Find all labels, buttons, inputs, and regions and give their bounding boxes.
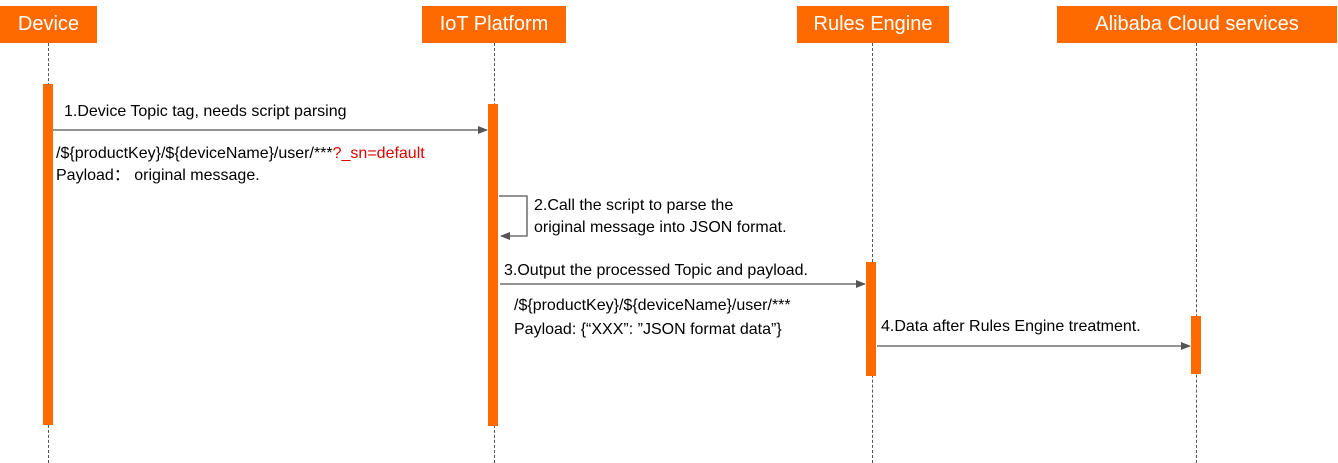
message-1-topic-prefix: /${productKey}/${deviceName}/user/*** (56, 145, 333, 162)
activation-iot-platform (488, 104, 498, 426)
activation-alibaba-cloud-services (1191, 316, 1201, 374)
lifeline-rules-engine (872, 43, 873, 463)
message-2-line1: 2.Call the script to parse the (534, 197, 734, 214)
message-1-title: 1.Device Topic tag, needs script parsing (64, 103, 347, 120)
arrow-message-2-self (499, 195, 528, 240)
activation-rules-engine (866, 262, 876, 376)
message-3-title: 3.Output the processed Topic and payload… (504, 262, 808, 279)
lifeline-alibaba-cloud-services (1196, 43, 1197, 463)
message-4-title: 4.Data after Rules Engine treatment. (881, 318, 1141, 335)
message-1-payload: Payload： original message. (56, 167, 260, 184)
message-3-topic: /${productKey}/${deviceName}/user/*** (514, 297, 791, 314)
activation-device (43, 84, 53, 425)
actor-alibaba-cloud-services: Alibaba Cloud services (1057, 6, 1337, 43)
actor-iot-platform: IoT Platform (422, 6, 566, 43)
message-3-payload: Payload: {“XXX”: ”JSON format data”} (514, 321, 782, 338)
actor-device: Device (0, 6, 97, 43)
actor-rules-engine: Rules Engine (797, 6, 949, 43)
message-1-topic-suffix: ?_sn=default (332, 145, 425, 162)
message-1-topic: /${productKey}/${deviceName}/user/***?_s… (56, 144, 425, 164)
message-2-line2: original message into JSON format. (534, 219, 787, 236)
